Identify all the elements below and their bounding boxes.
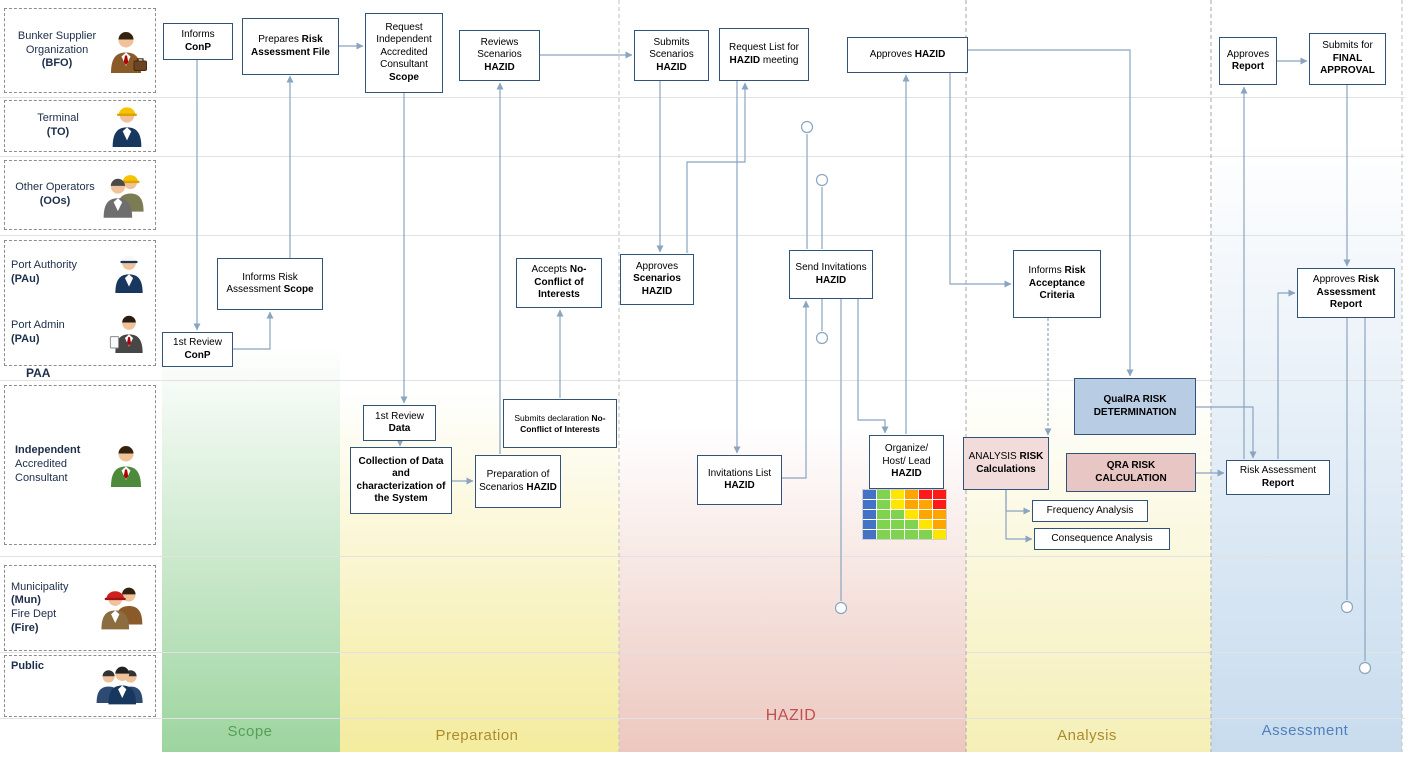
phase-label-assessment: Assessment: [1261, 722, 1349, 739]
assessment-band: [1211, 140, 1402, 752]
node-first-review-data: 1st Review Data: [363, 405, 436, 441]
node-consequence-analysis: Consequence Analysis: [1034, 528, 1170, 550]
lane-divider: [0, 156, 1405, 157]
lane-bfo-label: Bunker Supplier Organization (BFO): [17, 29, 97, 70]
lane-divider: [0, 652, 1405, 653]
node-preparation-of-scenarios: Preparation of Scenarios HAZID: [475, 455, 561, 508]
node-request-list-hazid-meeting: Request List for HAZID meeting: [719, 28, 809, 81]
node-informs-conp: Informs ConP: [163, 23, 233, 60]
lane-oos: Other Operators (OOs): [4, 160, 156, 230]
construction-worker-icon: [105, 104, 149, 148]
phase-label-analysis: Analysis: [1057, 727, 1117, 744]
lane-paa-group-label: PAA: [26, 366, 51, 380]
lane-divider: [0, 380, 1405, 381]
lane-port-authority-label: Port Authority (PAu): [11, 259, 78, 285]
firefighter-icon: [97, 584, 149, 632]
node-submits-scenarios-hazid: Submits Scenarios HAZID: [634, 30, 709, 81]
lane-municipality-label: Municipality(Mun) Fire Dept(Fire): [11, 580, 69, 634]
node-accepts-no-conflict: Accepts No-Conflict of Interests: [516, 258, 602, 308]
node-collection-of-data: Collection of Data and characterization …: [350, 447, 452, 514]
node-send-invitations-hazid: Send Invitations HAZID: [789, 250, 873, 299]
node-prepares-risk-assessment-file: Prepares Risk Assessment File: [242, 18, 339, 75]
node-approves-scenarios-hazid: Approves Scenarios HAZID: [620, 254, 694, 305]
node-approves-risk-assessment-report: Approves Risk Assessment Report: [1297, 268, 1395, 318]
lane-divider: [0, 235, 1405, 236]
node-qualra-risk-determination: QualRA RISK DETERMINATION: [1074, 378, 1196, 435]
risk-matrix-image: [862, 489, 947, 540]
node-informs-risk-acceptance-criteria: Informs Risk Acceptance Criteria: [1013, 250, 1101, 318]
phase-label-scope: Scope: [227, 723, 273, 740]
node-reviews-scenarios-hazid: Reviews Scenarios HAZID: [459, 30, 540, 81]
lane-divider: [0, 718, 1405, 719]
lane-oos-label: Other Operators (OOs): [15, 181, 95, 207]
lane-municipality: Municipality(Mun) Fire Dept(Fire): [4, 565, 156, 651]
phase-label-preparation: Preparation: [435, 727, 519, 744]
people-group-icon: [95, 663, 149, 709]
node-informs-risk-assessment-scope: Informs Risk Assessment Scope: [217, 258, 323, 310]
consultant-icon: [103, 442, 149, 488]
node-risk-assessment-report: Risk Assessment Report: [1226, 460, 1330, 495]
lane-divider: [0, 97, 1405, 98]
node-submits-final-approval: Submits for FINAL APPROVAL: [1309, 33, 1386, 85]
lane-bfo: Bunker Supplier Organization (BFO): [4, 8, 156, 93]
node-request-independent-consultant: Request Independent Accredited Consultan…: [365, 13, 443, 93]
administrator-icon: [109, 312, 149, 354]
node-invitations-list-hazid: Invitations List HAZID: [697, 455, 782, 505]
node-frequency-analysis: Frequency Analysis: [1032, 500, 1148, 522]
lane-public: Public: [4, 655, 156, 717]
node-approves-hazid: Approves HAZID: [847, 37, 968, 73]
scope-band: [162, 345, 340, 752]
lane-port-authority: Port Authority (PAu): [11, 252, 149, 294]
lane-terminal-label: Terminal(TO): [37, 112, 79, 138]
lane-paa: Port Authority (PAu) Port Admin (PAu): [4, 240, 156, 366]
lane-terminal: Terminal(TO): [4, 100, 156, 152]
node-approves-report: Approves Report: [1219, 37, 1277, 85]
lane-port-admin: Port Admin (PAu): [11, 312, 149, 354]
node-first-review-conp: 1st Review ConP: [162, 332, 233, 367]
node-qra-risk-calculation: QRA RISK CALCULATION: [1066, 453, 1196, 492]
lane-public-label: Public: [11, 660, 45, 672]
lane-divider: [0, 556, 1405, 557]
businessman-icon: [103, 28, 149, 74]
lane-port-admin-label: Port Admin (PAu): [11, 319, 65, 345]
node-organize-host-lead-hazid: Organize/ Host/ Lead HAZID: [869, 435, 944, 489]
worker-group-icon: [99, 172, 149, 218]
node-analysis-risk-calculations: ANALYSIS RISK Calculations: [963, 437, 1049, 490]
ship-captain-icon: [109, 252, 149, 294]
phase-label-hazid: HAZID: [765, 707, 817, 724]
node-submits-declaration: Submits declaration No-Conflict of Inter…: [503, 399, 617, 448]
